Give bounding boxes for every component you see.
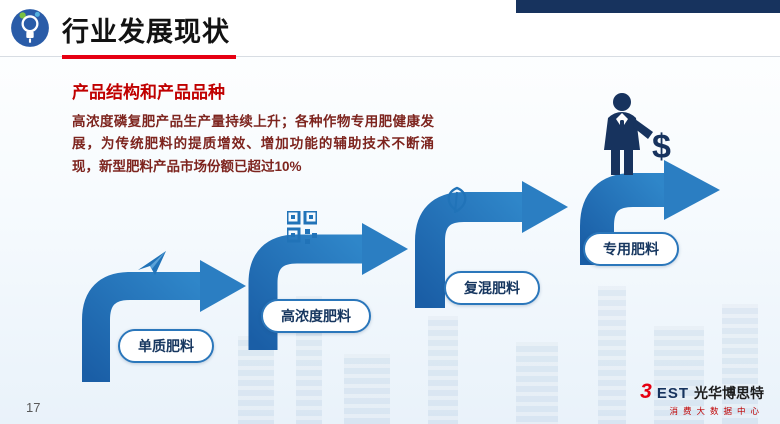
brand-subtitle: 消费大数据中心 bbox=[669, 406, 764, 416]
slide-header: 行业发展现状 bbox=[0, 0, 780, 59]
text-block: 产品结构和产品品种 高浓度磷复肥产品生产量持续上升；各种作物专用肥健康发展，为传… bbox=[72, 78, 434, 178]
qr-code-icon bbox=[285, 209, 319, 250]
arrow-step-1 bbox=[82, 260, 246, 382]
step-label-4: 专用肥料 bbox=[583, 232, 679, 266]
dollar-sign: $ bbox=[652, 128, 671, 166]
body-paragraph: 高浓度磷复肥产品生产量持续上升；各种作物专用肥健康发展，为传统肥料的提质增效、增… bbox=[72, 114, 434, 174]
brand-logo-3: 3 bbox=[640, 380, 652, 403]
step-label-1: 单质肥料 bbox=[118, 329, 214, 363]
section-heading: 产品结构和产品品种 bbox=[72, 83, 225, 102]
step-label-2: 高浓度肥料 bbox=[261, 299, 371, 333]
businessman-dollar-icon: $ bbox=[596, 92, 686, 187]
leaf-icon bbox=[442, 186, 472, 221]
page-number: 17 bbox=[26, 400, 41, 415]
arrow-step-2 bbox=[248, 223, 408, 350]
brand-block: 3 EST 光华博思特 消费大数据中心 bbox=[640, 381, 764, 417]
arrow-step-4 bbox=[580, 160, 720, 265]
paper-plane-icon bbox=[136, 248, 168, 285]
page-title: 行业发展现状 bbox=[62, 10, 236, 59]
brand-logo-est: EST bbox=[656, 385, 689, 402]
bulb-logo-icon bbox=[9, 7, 51, 49]
arrow-step-3 bbox=[415, 181, 568, 308]
brand-name: 光华博思特 bbox=[694, 385, 764, 401]
header-accent-bar bbox=[516, 0, 780, 13]
step-label-3: 复混肥料 bbox=[444, 271, 540, 305]
